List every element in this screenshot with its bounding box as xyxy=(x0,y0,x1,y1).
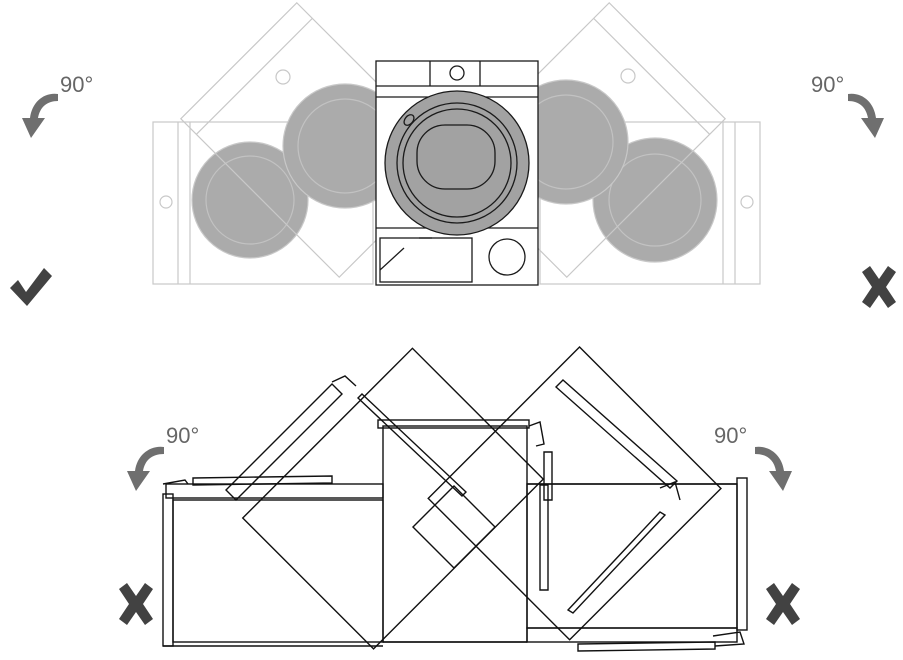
angle-label-bottom-right: 90° xyxy=(714,423,747,448)
side-view-figure xyxy=(162,346,748,652)
side-tipped-left xyxy=(162,475,384,647)
side-tipped-right xyxy=(526,451,748,652)
angle-label-bottom-left: 90° xyxy=(166,423,199,448)
angle-label-top-left: 90° xyxy=(60,72,93,97)
appliance-front-upright xyxy=(375,60,539,286)
cross-icon xyxy=(862,266,896,308)
side-tilted-right xyxy=(427,346,722,641)
ghost-tipped-right xyxy=(539,121,761,285)
cross-icon xyxy=(766,583,800,625)
rotate-clockwise-arrow-icon xyxy=(848,93,884,138)
rotate-counterclockwise-arrow-icon xyxy=(127,446,164,491)
rotate-counterclockwise-arrow-icon xyxy=(22,93,58,138)
ghost-tipped-left xyxy=(152,121,374,285)
cross-icon xyxy=(119,583,153,625)
checkmark-icon xyxy=(10,268,52,306)
side-tilted-left xyxy=(225,347,545,650)
front-view-figure xyxy=(152,1,761,286)
rotate-clockwise-arrow-icon xyxy=(755,446,792,491)
angle-label-top-right: 90° xyxy=(811,72,844,97)
